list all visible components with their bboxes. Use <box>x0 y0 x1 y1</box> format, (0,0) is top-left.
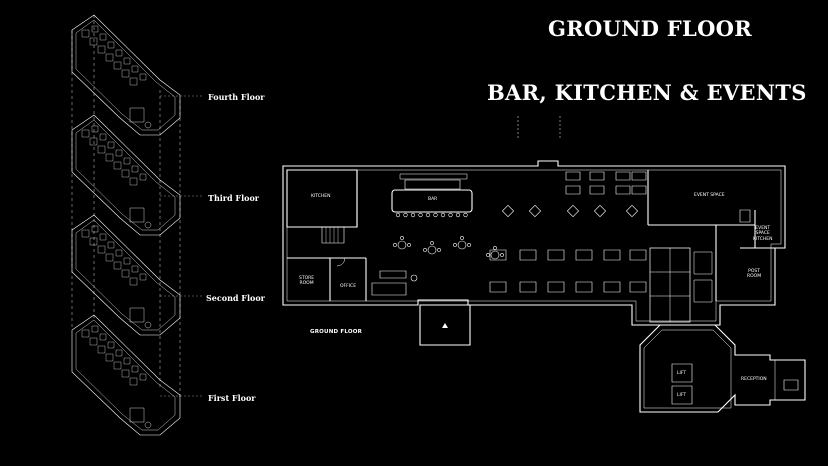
cafe-table <box>594 205 605 216</box>
bar-stool <box>449 213 453 217</box>
round-table <box>398 241 406 249</box>
room-label-event-kitchen: EVENT SPACE KITCHEN <box>753 226 773 242</box>
bar-stool <box>441 213 445 217</box>
floor-label-third: Third Floor <box>208 193 260 203</box>
floor-plate-first <box>72 315 180 435</box>
dining-table <box>632 172 646 180</box>
booth-table <box>630 250 646 260</box>
room-label-office: OFFICE <box>340 284 357 289</box>
dining-table <box>616 172 630 180</box>
post-room-line-1: POST <box>748 269 760 274</box>
slide-title: GROUND FLOOR <box>548 16 753 41</box>
round-table <box>458 241 466 249</box>
post-room-line-2: ROOM <box>747 274 762 280</box>
room-label-bar: BAR <box>428 197 438 202</box>
dining-table <box>566 186 580 194</box>
booth-table <box>630 282 646 292</box>
room-label-reception: RECEPTION <box>741 377 767 382</box>
floor-guides <box>72 15 180 400</box>
booth-table <box>490 250 506 260</box>
cafe-table <box>502 205 513 216</box>
bar-stool <box>419 213 423 217</box>
dining-table <box>632 186 646 194</box>
room-label-kitchen: KITCHEN <box>311 194 331 199</box>
bar-stool <box>396 213 400 217</box>
dining-table <box>590 186 604 194</box>
floor-plate-fourth <box>72 15 180 135</box>
entrance-porch <box>420 305 470 345</box>
round-table <box>491 251 499 259</box>
booth-table <box>548 250 564 260</box>
room-label-event-space: EVENT SPACE <box>694 193 725 198</box>
room-label-lift-1: LIFT <box>677 371 687 376</box>
bar-stool <box>434 213 438 217</box>
booth-table <box>490 282 506 292</box>
round-table <box>428 246 436 254</box>
reception-wing <box>640 325 805 412</box>
room-label-lift-2: LIFT <box>677 393 687 398</box>
store-room-line-1: STORE <box>299 276 315 281</box>
dining-table <box>590 172 604 180</box>
event-kitchen-line-3: KITCHEN <box>753 236 773 242</box>
event-kitchen-line-2: SPACE <box>755 231 770 237</box>
floor-label-second: Second Floor <box>206 293 265 303</box>
lounge-sofa <box>372 283 406 295</box>
bar-stool <box>411 213 415 217</box>
booth-table <box>604 250 620 260</box>
cafe-table <box>529 205 540 216</box>
bar-stool <box>456 213 460 217</box>
room-label-store-room: STORE ROOM <box>299 276 314 287</box>
bar-stool <box>404 213 408 217</box>
label-leaders <box>160 96 203 396</box>
bar-stool <box>464 213 468 217</box>
cafe-table <box>626 205 637 216</box>
lounge-table <box>380 271 406 278</box>
outer-wall <box>283 161 785 325</box>
booth-table <box>604 282 620 292</box>
booth-table <box>520 250 536 260</box>
booth-table <box>576 282 592 292</box>
floor-label-first: First Floor <box>208 393 256 403</box>
booth-table <box>520 282 536 292</box>
plan-caption: GROUND FLOOR <box>310 329 363 335</box>
stair-block <box>322 227 344 243</box>
floor-label-fourth: Fourth Floor <box>208 92 265 102</box>
dining-table <box>566 172 580 180</box>
floor-plate-second <box>72 215 180 335</box>
dining-table <box>616 186 630 194</box>
event-kitchen-line-1: EVENT <box>755 226 771 231</box>
room-label-post-room: POST ROOM <box>747 269 761 280</box>
slide-subtitle: BAR, KITCHEN & EVENTS <box>487 80 807 105</box>
booth-table <box>548 282 564 292</box>
store-room-line-2: ROOM <box>299 281 314 287</box>
booth-table <box>576 250 592 260</box>
bar-stool <box>426 213 430 217</box>
floor-plate-third <box>72 115 180 235</box>
cafe-table <box>567 205 578 216</box>
